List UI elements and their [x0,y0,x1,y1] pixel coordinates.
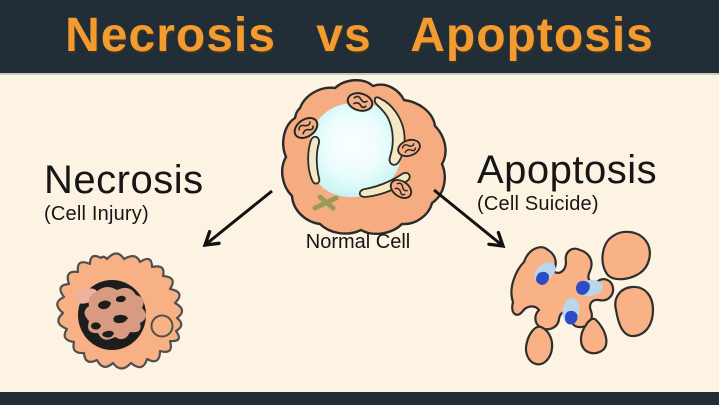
er-organelle-left [307,135,321,185]
apoptosis-subtitle: (Cell Suicide) [477,193,599,215]
apoptotic-body-right [614,285,655,338]
arrow-to-necrosis [202,189,273,247]
apoptotic-cell-illustration [510,230,655,366]
necrosis-subtitle: (Cell Injury) [44,203,149,225]
apoptotic-body-top-right [601,230,651,281]
arrow-to-apoptosis [433,188,506,248]
condensed-nuclei [534,262,603,325]
membrane-bleb [150,314,174,338]
debris-cracks [91,295,128,338]
apoptosis-label-block: Apoptosis (Cell Suicide) [477,150,657,214]
normal-cell-illustration [280,79,447,236]
normal-cell-label: Normal Cell [305,231,411,253]
er-organelle-top [373,96,406,166]
necrosis-label-block: Necrosis (Cell Injury) [44,160,204,224]
apoptosis-title: Apoptosis [477,148,658,192]
centriole-icon [312,194,339,211]
footer-bar [0,392,719,405]
apoptotic-body-bottom [579,317,608,355]
necrotic-cell-illustration [56,252,184,370]
nucleus [309,102,402,198]
necrosis-title: Necrosis [44,158,204,202]
apoptotic-body-bottom-left [524,325,554,366]
page-title: Necrosis vs Apoptosis [65,9,654,62]
header-bar: Necrosis vs Apoptosis [0,0,719,75]
